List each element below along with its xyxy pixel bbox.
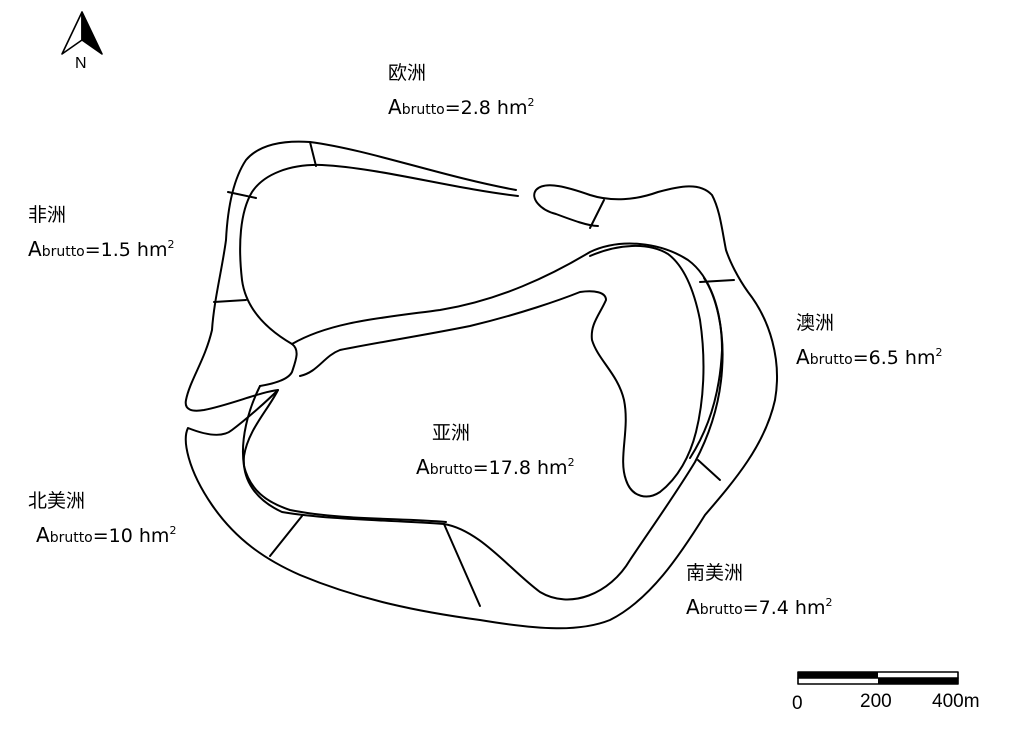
outer-boundary <box>184 140 778 630</box>
divider-oceania-top <box>699 279 735 283</box>
asia-boundary <box>241 385 447 523</box>
scale-tick-200: 200 <box>860 691 892 712</box>
divider-northamerica-southamerica <box>443 523 481 607</box>
divider-oceania-southamerica <box>697 459 721 481</box>
region-name: 北美洲 <box>28 490 86 512</box>
region-area: Abrutto=1.5 hm2 <box>28 237 175 261</box>
region-label-europe: 欧洲 Abrutto=2.8 hm2 <box>388 62 534 121</box>
scale-bar <box>797 671 959 685</box>
region-name: 澳洲 <box>796 312 835 334</box>
region-name: 亚洲 <box>432 422 471 444</box>
divider-africa-west-1 <box>227 191 257 199</box>
divider-europe-oceania <box>589 199 605 229</box>
north-arrow-icon <box>61 11 103 55</box>
asia-channel-outer <box>291 242 723 459</box>
region-label-asia: 亚洲 Abrutto=17.8 hm2 <box>416 422 575 481</box>
scale-tick-0: 0 <box>792 693 803 714</box>
divider-northamerica-west <box>269 515 303 557</box>
region-label-south-america: 南美洲 Abrutto=7.4 hm2 <box>686 562 832 621</box>
region-area: Abrutto=6.5 hm2 <box>796 345 943 369</box>
region-label-oceania: 澳洲 Abrutto=6.5 hm2 <box>796 312 942 371</box>
region-name: 非洲 <box>28 204 67 226</box>
ring-inner-edge <box>239 163 519 387</box>
region-label-africa: 非洲 Abrutto=1.5 hm2 <box>28 204 174 263</box>
divider-africa-west-2 <box>213 299 247 303</box>
scale-tick-400m: 400m <box>932 691 980 712</box>
scale-bar-segment-2 <box>878 678 958 684</box>
divider-europe-africa <box>309 141 317 167</box>
region-area: Abrutto=17.8 hm2 <box>416 455 575 479</box>
asia-channel-inner <box>299 245 705 498</box>
region-name: 欧洲 <box>388 62 427 84</box>
region-area: Abrutto=10 hm2 <box>36 523 177 547</box>
ring-inner-edge-lower <box>242 277 724 601</box>
scale-bar-segment-1 <box>798 672 878 678</box>
region-area: Abrutto=2.8 hm2 <box>388 95 535 119</box>
region-area: Abrutto=7.4 hm2 <box>686 595 833 619</box>
region-label-north-america: 北美洲 Abrutto=10 hm2 <box>28 490 176 549</box>
north-arrow-letter: N <box>75 55 87 72</box>
region-name: 南美洲 <box>686 562 744 584</box>
